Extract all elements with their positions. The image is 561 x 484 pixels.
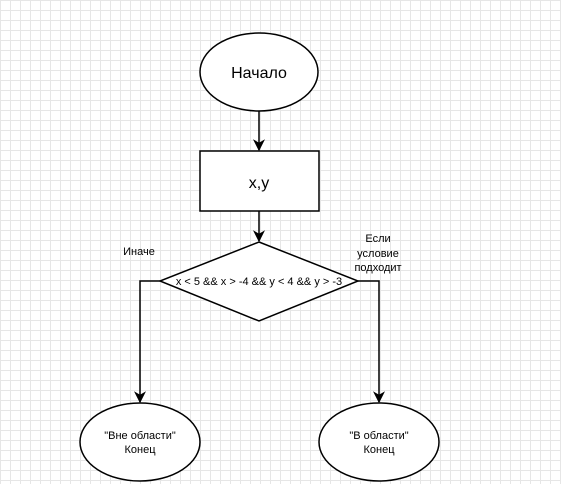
end-outside-node[interactable]: "Вне области" Конец [79,402,201,482]
end-outside-line2: Конец [124,444,156,456]
edge-condition-to-outside [134,280,160,404]
if-label-line3: подходит [354,262,401,274]
condition-label: x < 5 && x > -4 && y < 4 && y > -3 [176,276,342,288]
end-inside-line2: Конец [363,444,395,456]
if-label-line2: условие [357,248,399,260]
start-label: Начало [231,65,287,82]
input-node[interactable]: x,y [199,150,320,212]
input-label: x,y [249,175,269,192]
if-label-line1: Если [365,233,390,245]
end-inside-node[interactable]: "В области" Конец [318,402,440,482]
condition-node[interactable]: x < 5 && x > -4 && y < 4 && y > -3 [157,241,361,322]
end-inside-line1: "В области" [349,430,408,442]
start-node[interactable]: Начало [199,32,319,112]
else-label: Иначе [123,246,155,258]
edge-condition-to-inside [358,280,385,404]
end-outside-line1: "Вне области" [104,430,176,442]
